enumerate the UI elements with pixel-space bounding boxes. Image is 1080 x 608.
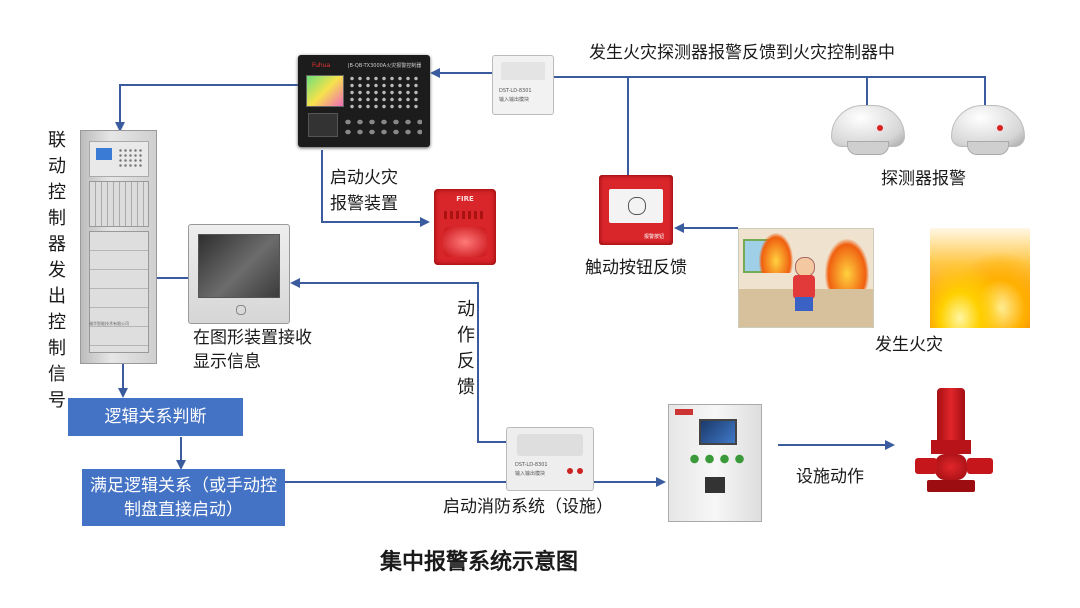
smoke-detector-icon [945,105,1029,157]
logic-judge-box: 逻辑关系判断 [68,398,243,436]
line-controller-to-alarm [321,150,430,227]
linkage-controller-cabinet: 福华智能技术有限公司 [80,130,157,364]
module-bottom-name: 输入输出模块 [515,471,546,477]
label-facility-action: 设施动作 [796,467,864,487]
label-button-feedback: 触动按钮反馈 [585,258,687,278]
monitor-screen [198,234,280,298]
label-action-feedback: 动作反馈 [457,299,475,398]
io-module-top: DST-LD-8301 输入输出模块 [492,55,554,115]
label-start-fire-system: 启动消防系统（设施） [443,497,613,517]
label-fire-occurs: 发生火灾 [875,335,943,355]
fire-flames-image [930,228,1030,328]
smoke-detector-icon [825,105,909,157]
module-bottom-model: DST-LD-8301 [515,462,548,468]
io-module-bottom: DST-LD-8301 输入输出模块 [506,427,594,491]
label-detector-alarm: 探测器报警 [881,169,966,189]
label-top-feedback: 发生火灾探测器报警反馈到火灾控制器中 [589,43,895,63]
cabinet-maker-label: 福华智能技术有限公司 [89,321,129,326]
line-feedback-to-monitor [290,278,508,443]
manual-call-point[interactable]: 报警按钮 [599,175,673,245]
panel-buttons [342,117,422,139]
fire-pump-control-box [668,404,762,522]
fire-alarm-controller: Fuhua JB-QB-TX3000A火灾报警控制器 [298,55,430,147]
control-box-screen [699,419,737,445]
label-linkage-control: 联动控制器发出控制信号 [48,130,66,411]
call-point-label: 报警按钮 [644,234,665,240]
line-detector-to-controller [830,76,986,107]
label-start-alarm: 启动火灾报警装置 [330,168,398,214]
module-top-name: 输入输出模块 [499,97,530,103]
module-top-model: DST-LD-8301 [499,88,532,94]
panel-indicator [308,113,338,137]
diagram-title: 集中报警系统示意图 [380,549,579,575]
alarm-sounder-strobe: FIRE [434,189,496,265]
panel-brand-label: Fuhua [312,62,331,69]
panel-keypad [348,75,422,109]
panel-model-label: JB-QB-TX3000A火灾报警控制器 [348,63,422,69]
panel-screen [306,75,344,107]
sounder-fire-text: FIRE [456,195,474,203]
label-graphic-display: 在图形装置接收显示信息 [193,328,312,372]
graphic-display-monitor [188,224,290,324]
control-box-buttons [687,453,747,465]
line-controller-to-linkage [115,84,298,132]
call-point-circle-icon [628,197,646,215]
fire-scene-cartoon [738,228,874,328]
fire-pump-icon [915,388,995,498]
logic-satisfy-box: 满足逻辑关系（或手动控制盘直接启动） [82,469,285,526]
